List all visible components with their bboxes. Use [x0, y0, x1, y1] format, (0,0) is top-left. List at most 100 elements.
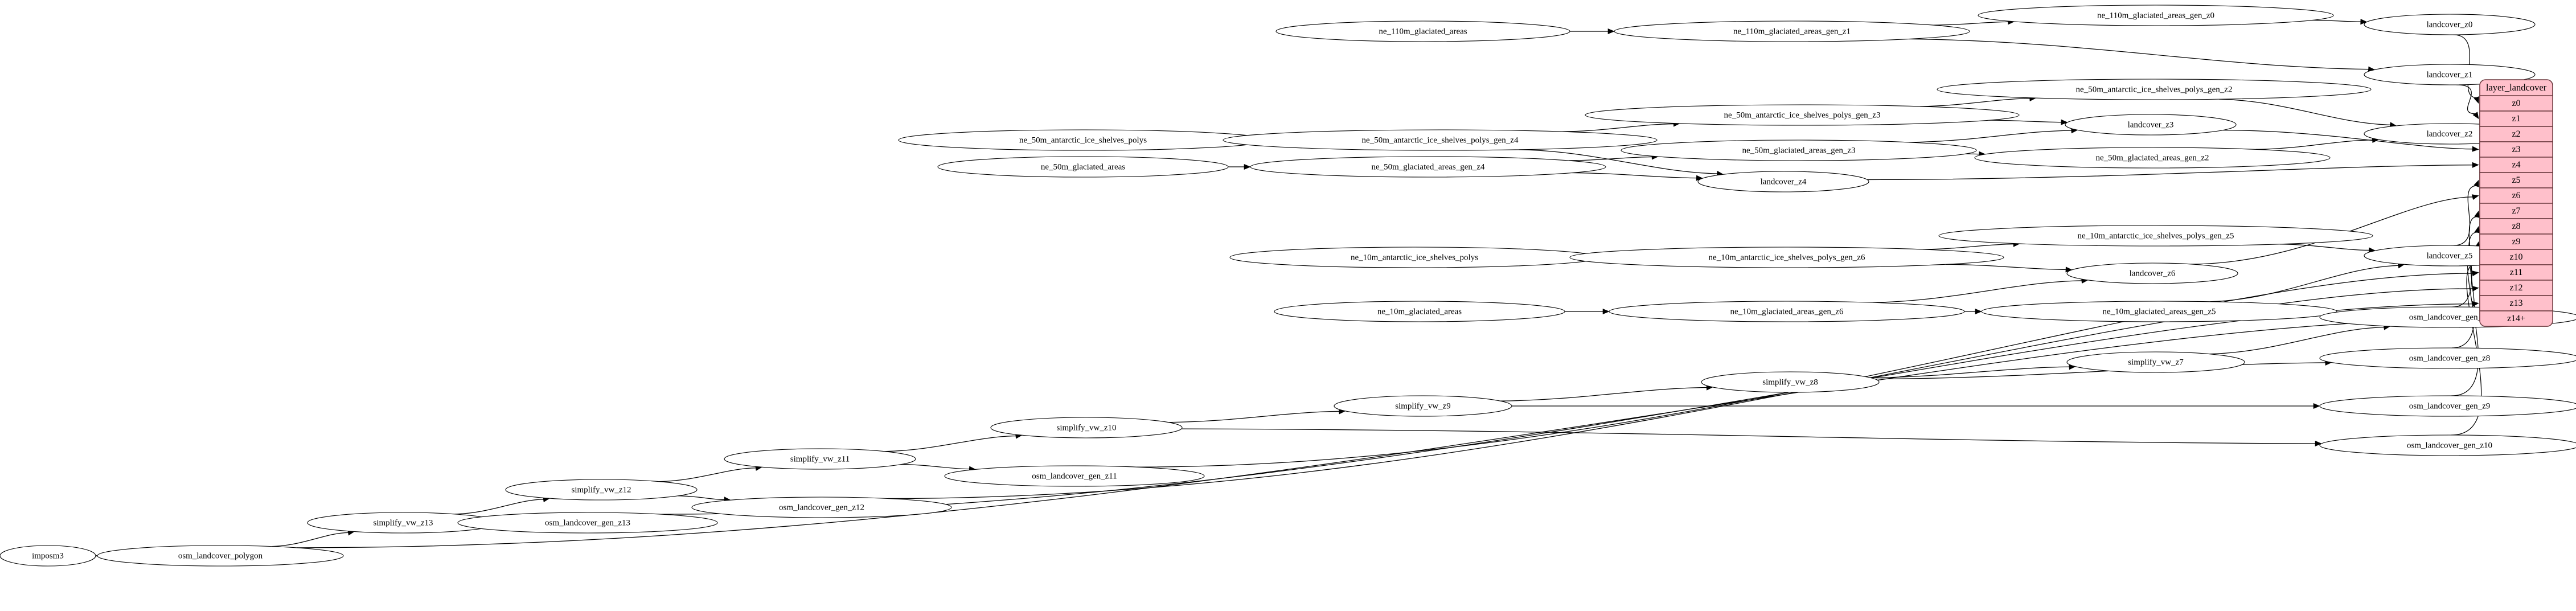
edge-simplify_vw_z12-to-simplify_vw_z11 [659, 468, 756, 482]
layer-landcover-table: layer_landcoverz0z1z2z3z4z5z6z7z8z9z10z1… [2479, 79, 2553, 327]
edge-ne_50m_glaciated_areas_gen_z4-to-landcover_z4 [1572, 172, 1697, 179]
node-ellipse-osm_landcover_polygon [97, 545, 344, 567]
table-row-z2[interactable] [2479, 126, 2553, 142]
node-ellipse-ne_50m_antarctic_ice_shelves_polys_gen_z3 [1585, 104, 2020, 126]
graph-node-ne_50m_antarctic_ice_shelves_polys_gen_z2[interactable]: ne_50m_antarctic_ice_shelves_polys_gen_z… [1937, 79, 2372, 100]
node-ellipse-simplify_vw_z7 [2066, 351, 2245, 373]
edge-simplify_vw_z10-to-osm_landcover_gen_z10 [1181, 428, 2316, 444]
graph-node-osm_landcover_gen_z12[interactable]: osm_landcover_gen_z12 [691, 497, 952, 518]
node-ellipse-landcover_z6 [2066, 263, 2238, 284]
node-ellipse-ne_50m_glaciated_areas [937, 156, 1229, 178]
edge-arrowhead [1607, 28, 1615, 35]
edge-arrowhead [2472, 270, 2479, 277]
node-ellipse-simplify_vw_z11 [724, 448, 916, 470]
table-row-z4[interactable] [2479, 157, 2553, 173]
graph-node-landcover_z4[interactable]: landcover_z4 [1697, 171, 1869, 192]
graph-node-simplify_vw_z7[interactable]: simplify_vw_z7 [2066, 351, 2245, 373]
table-row-z6[interactable] [2479, 187, 2553, 204]
graph-node-osm_landcover_polygon[interactable]: osm_landcover_polygon [97, 545, 344, 567]
table-row-z7[interactable] [2479, 203, 2553, 219]
edge-ne_50m_glaciated_areas_gen_z3-to-landcover_z3 [1909, 130, 2072, 143]
node-ellipse-landcover_z4 [1697, 171, 1869, 192]
graph-node-simplify_vw_z9[interactable]: simplify_vw_z9 [1334, 395, 1512, 417]
graph-node-imposm3[interactable]: imposm3 [0, 545, 96, 567]
graph-node-ne_50m_glaciated_areas_gen_z4[interactable]: ne_50m_glaciated_areas_gen_z4 [1250, 156, 1606, 178]
graph-node-ne_10m_antarctic_ice_shelves_polys_gen_z6[interactable]: ne_10m_antarctic_ice_shelves_polys_gen_z… [1569, 247, 2004, 268]
node-ellipse-ne_10m_glaciated_areas_gen_z5 [1981, 301, 2337, 322]
graph-node-landcover_z0[interactable]: landcover_z0 [2364, 14, 2536, 35]
graph-node-osm_landcover_gen_z13[interactable]: osm_landcover_gen_z13 [457, 512, 718, 534]
graph-node-simplify_vw_z12[interactable]: simplify_vw_z12 [505, 479, 698, 501]
table-row-z8[interactable] [2479, 218, 2553, 235]
edge-ne_50m_glaciated_areas_gen_z2-to-landcover_z2 [2255, 140, 2373, 150]
edges-layer [91, 19, 2542, 559]
graph-node-ne_50m_glaciated_areas_gen_z2[interactable]: ne_50m_glaciated_areas_gen_z2 [1974, 147, 2331, 169]
table-row-z9[interactable] [2479, 233, 2553, 250]
node-ellipse-simplify_vw_z8 [1701, 371, 1880, 393]
graph-node-simplify_vw_z11[interactable]: simplify_vw_z11 [724, 448, 916, 470]
edge-ne_50m_antarctic_ice_shelves_polys_gen_z3-to-ne_50m_antarctic_ice_shelves_polys_gen_z2 [1920, 98, 2031, 107]
edge-osm_landcover_gen_z12-to-z12 [888, 288, 2473, 499]
edge-landcover_z1-to-z1 [2456, 84, 2476, 114]
graph-node-osm_landcover_gen_z8[interactable]: osm_landcover_gen_z8 [2319, 347, 2576, 369]
graph-node-ne_110m_glaciated_areas_gen_z1[interactable]: ne_110m_glaciated_areas_gen_z1 [1614, 20, 1970, 42]
edge-arrowhead [2472, 112, 2479, 120]
graph-node-ne_110m_glaciated_areas[interactable]: ne_110m_glaciated_areas [1275, 20, 1570, 42]
edge-simplify_vw_z8-to-simplify_vw_z7 [1871, 366, 2070, 378]
graph-node-osm_landcover_gen_z11[interactable]: osm_landcover_gen_z11 [944, 465, 1205, 487]
node-ellipse-osm_landcover_gen_z10 [2319, 434, 2576, 456]
edge-arrowhead [1244, 163, 1251, 170]
graph-node-ne_10m_antarctic_ice_shelves_polys[interactable]: ne_10m_antarctic_ice_shelves_polys [1229, 247, 1599, 268]
graph-node-ne_50m_antarctic_ice_shelves_polys[interactable]: ne_50m_antarctic_ice_shelves_polys [898, 129, 1268, 151]
graph-node-ne_50m_antarctic_ice_shelves_polys_gen_z3[interactable]: ne_50m_antarctic_ice_shelves_polys_gen_z… [1585, 104, 2020, 126]
edge-simplify_vw_z11-to-simplify_vw_z10 [884, 435, 1016, 452]
edge-ne_50m_antarctic_ice_shelves_polys_gen_z2-to-landcover_z2 [2219, 99, 2391, 125]
edge-landcover_z3-to-z3 [2222, 129, 2473, 150]
edge-simplify_vw_z9-to-simplify_vw_z8 [1500, 387, 1707, 401]
edge-landcover_z5-to-z5 [2453, 185, 2477, 246]
edge-osm_landcover_gen_z8-to-z8 [2451, 232, 2477, 348]
edge-landcover_z6-to-z6 [2191, 196, 2473, 265]
table-row-z5[interactable] [2479, 172, 2553, 188]
edge-ne_110m_glaciated_areas_gen_z1-to-ne_110m_glaciated_areas_gen_z0 [1933, 21, 2009, 26]
node-ellipse-ne_50m_glaciated_areas_gen_z3 [1621, 140, 1977, 161]
edge-ne_10m_antarctic_ice_shelves_polys_gen_z6-to-landcover_z6 [1946, 264, 2066, 270]
graph-node-landcover_z6[interactable]: landcover_z6 [2066, 263, 2238, 284]
graph-node-ne_10m_glaciated_areas[interactable]: ne_10m_glaciated_areas [1274, 301, 1565, 322]
edge-arrowhead [2474, 225, 2480, 233]
table-row-z11[interactable] [2479, 264, 2553, 281]
graph-node-osm_landcover_gen_z9[interactable]: osm_landcover_gen_z9 [2319, 395, 2576, 417]
edge-arrowhead [2313, 403, 2320, 409]
edge-ne_10m_antarctic_ice_shelves_polys_gen_z6-to-ne_10m_antarctic_ice_shelves_polys_gen_z5 [1923, 244, 2014, 250]
graph-node-ne_10m_antarctic_ice_shelves_polys_gen_z5[interactable]: ne_10m_antarctic_ice_shelves_polys_gen_z… [1938, 225, 2373, 247]
graph-node-ne_110m_glaciated_areas_gen_z0[interactable]: ne_110m_glaciated_areas_gen_z0 [1978, 5, 2334, 26]
edge-simplify_vw_z7-to-osm_landcover_gen_z7 [2209, 326, 2385, 355]
table-row-z0[interactable] [2479, 95, 2553, 112]
graph-node-osm_landcover_gen_z10[interactable]: osm_landcover_gen_z10 [2319, 434, 2576, 456]
graph-node-simplify_vw_z8[interactable]: simplify_vw_z8 [1701, 371, 1880, 393]
table-row-z14p[interactable] [2479, 310, 2553, 327]
edge-arrowhead [2061, 119, 2068, 125]
graph-node-landcover_z3[interactable]: landcover_z3 [2065, 114, 2237, 136]
table-row-z10[interactable] [2479, 249, 2553, 265]
graph-node-ne_10m_glaciated_areas_gen_z5[interactable]: ne_10m_glaciated_areas_gen_z5 [1981, 301, 2337, 322]
node-ellipse-ne_50m_antarctic_ice_shelves_polys_gen_z2 [1937, 79, 2372, 100]
table-row-z3[interactable] [2479, 141, 2553, 158]
table-row-z1[interactable] [2479, 110, 2553, 127]
graph-node-ne_50m_glaciated_areas[interactable]: ne_50m_glaciated_areas [937, 156, 1229, 178]
edge-ne_50m_glaciated_areas_gen_z4-to-ne_50m_glaciated_areas_gen_z3 [1568, 156, 1652, 161]
node-ellipse-ne_110m_glaciated_areas [1275, 20, 1570, 42]
graph-node-ne_50m_glaciated_areas_gen_z3[interactable]: ne_50m_glaciated_areas_gen_z3 [1621, 140, 1977, 161]
edge-landcover_z4-to-z4 [1867, 165, 2473, 181]
node-ellipse-simplify_vw_z9 [1334, 395, 1512, 417]
table-row-z13[interactable] [2479, 295, 2553, 311]
edge-ne_50m_antarctic_ice_shelves_polys_gen_z4-to-landcover_z4 [1519, 149, 1717, 174]
graph-node-simplify_vw_z10[interactable]: simplify_vw_z10 [990, 417, 1183, 438]
edge-arrowhead [2360, 19, 2368, 25]
table-row-z12[interactable] [2479, 280, 2553, 296]
graph-node-ne_10m_glaciated_areas_gen_z6[interactable]: ne_10m_glaciated_areas_gen_z6 [1609, 301, 1965, 322]
edge-arrowhead [2474, 179, 2479, 187]
edge-arrowhead [2474, 210, 2480, 218]
graph-node-ne_50m_antarctic_ice_shelves_polys_gen_z4[interactable]: ne_50m_antarctic_ice_shelves_polys_gen_z… [1223, 129, 1658, 151]
